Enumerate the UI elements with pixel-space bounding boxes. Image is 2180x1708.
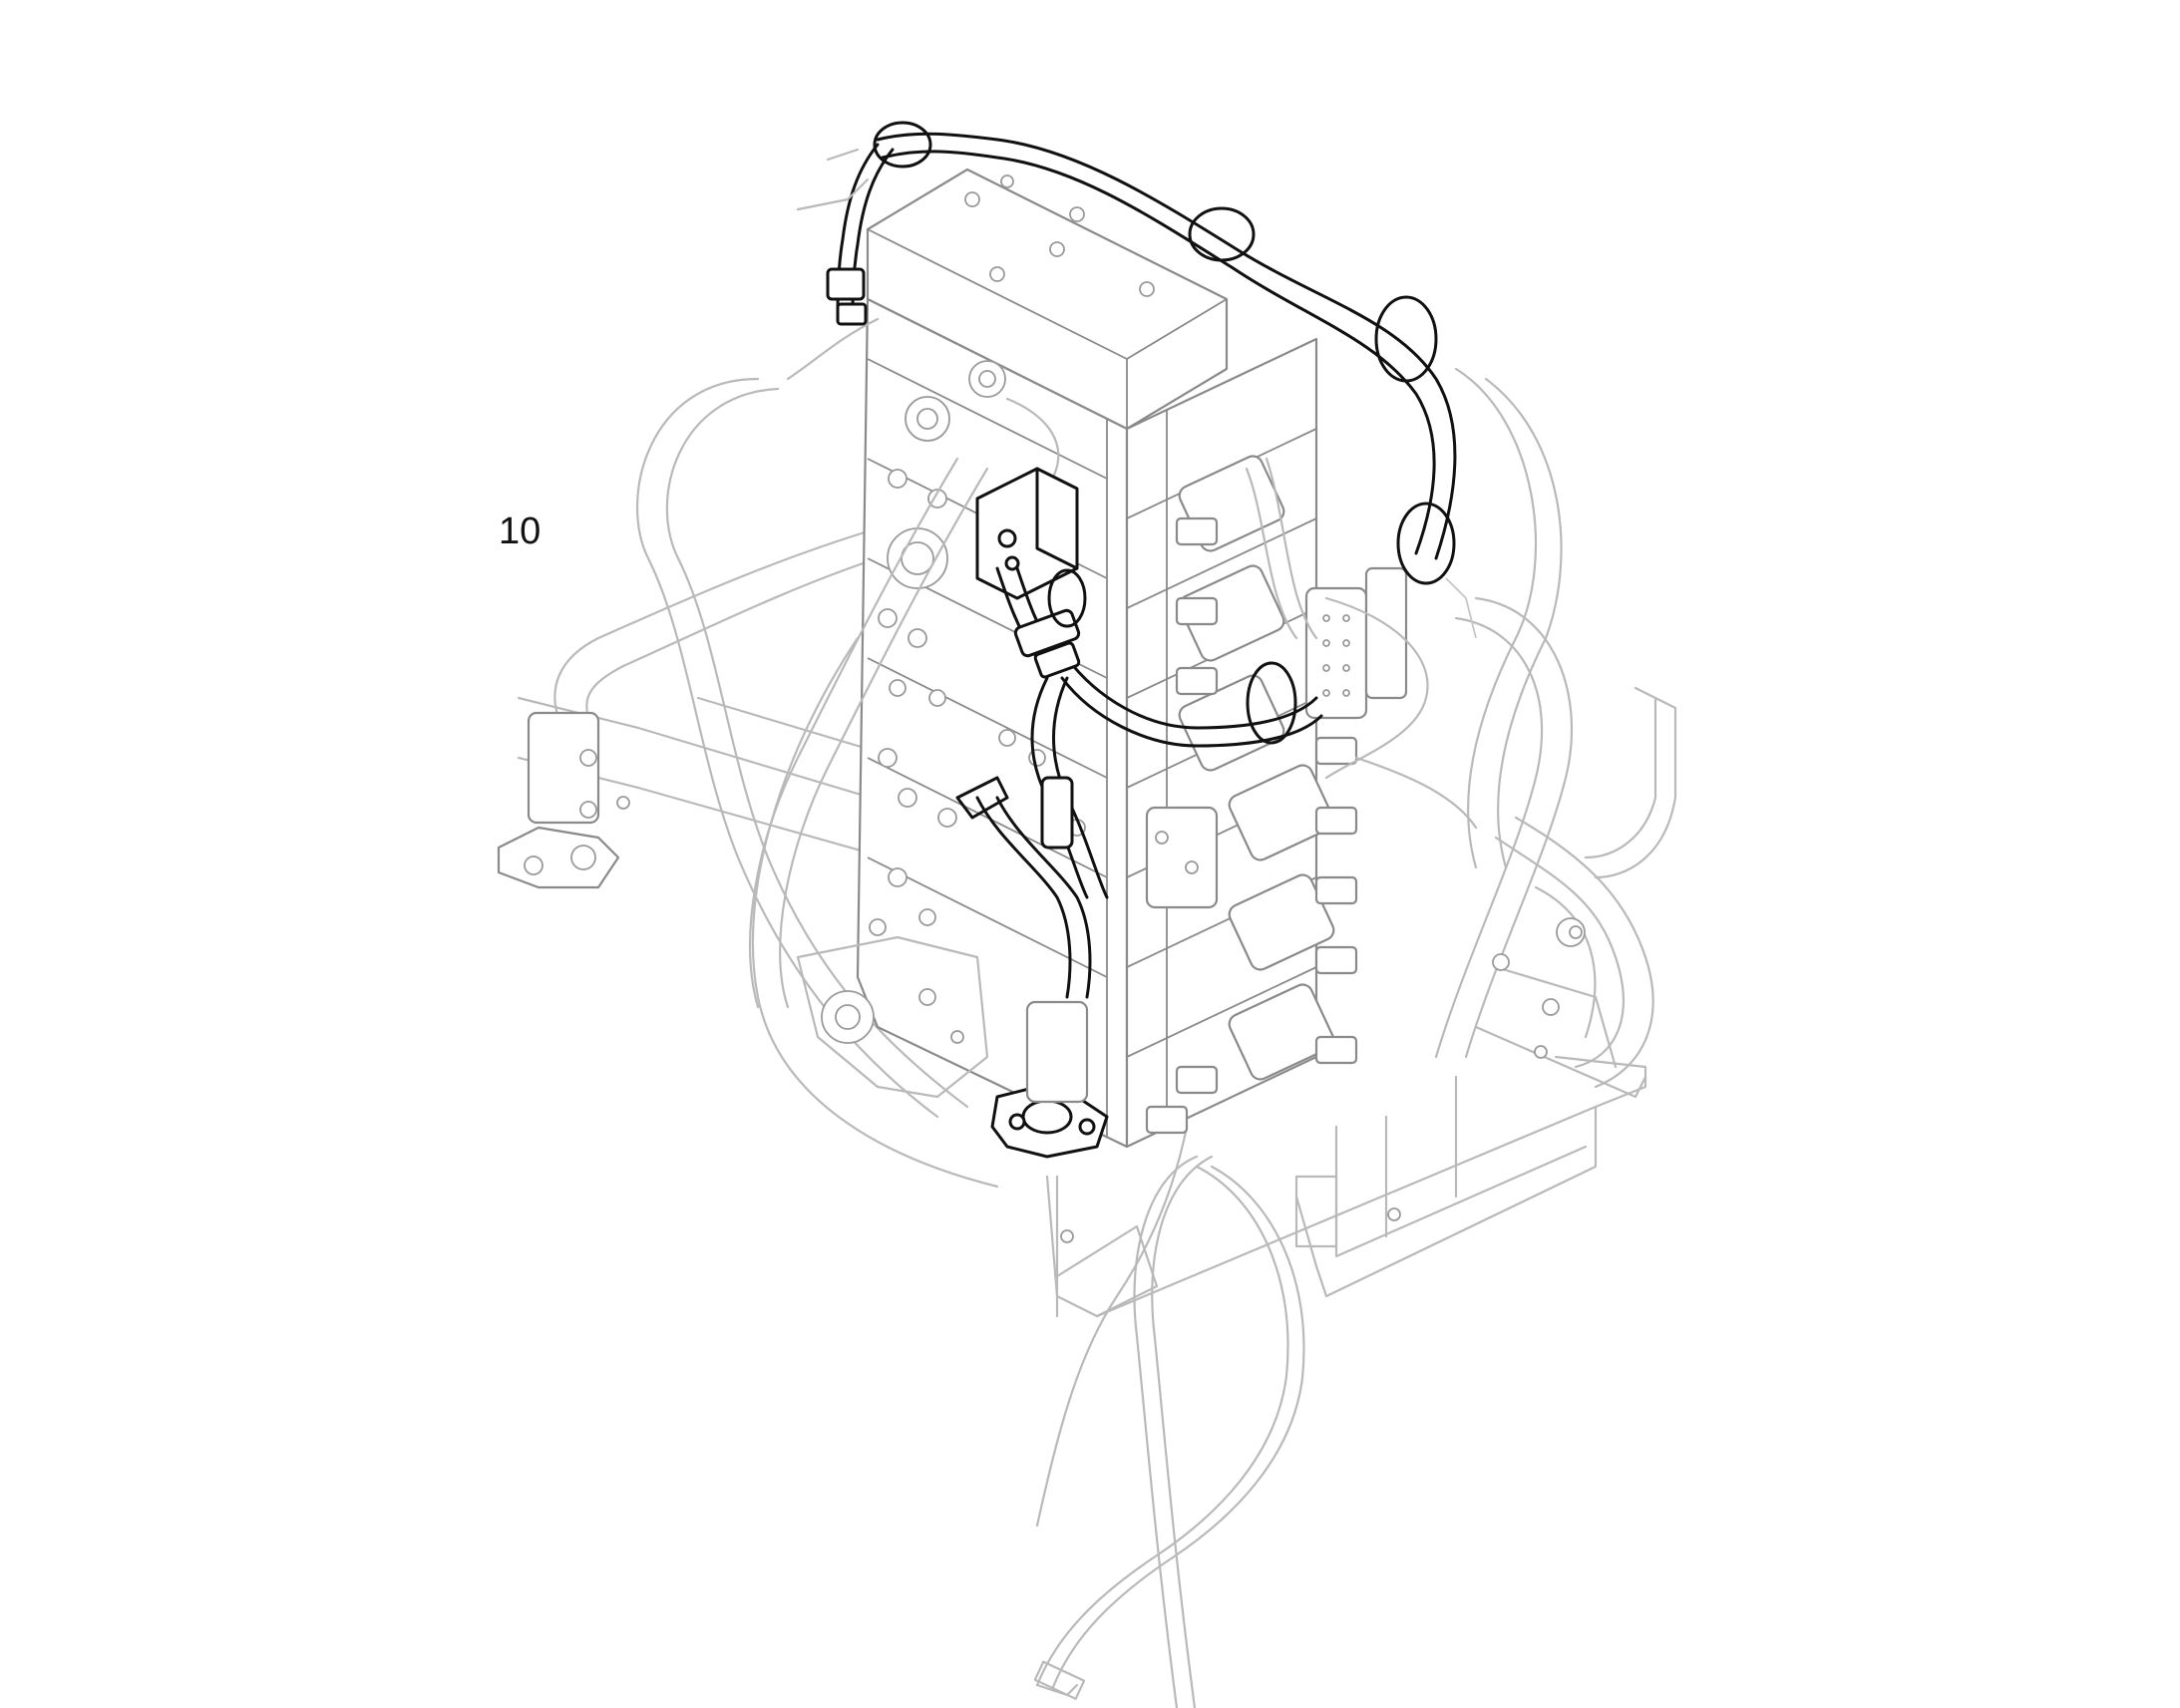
bolts (796, 577, 1586, 1099)
electrical-connector (1304, 566, 1408, 720)
left-flange (497, 526, 880, 889)
spool-sections (1145, 455, 1335, 1081)
fittings (1145, 516, 1358, 1135)
pilot-hoses (1033, 1125, 1305, 1708)
foreground-context-hoses (749, 317, 1478, 1009)
callout-label: 10 (499, 511, 542, 552)
main-valve-block (856, 168, 1408, 1149)
highlighted-hose-assembly (796, 121, 1457, 1159)
